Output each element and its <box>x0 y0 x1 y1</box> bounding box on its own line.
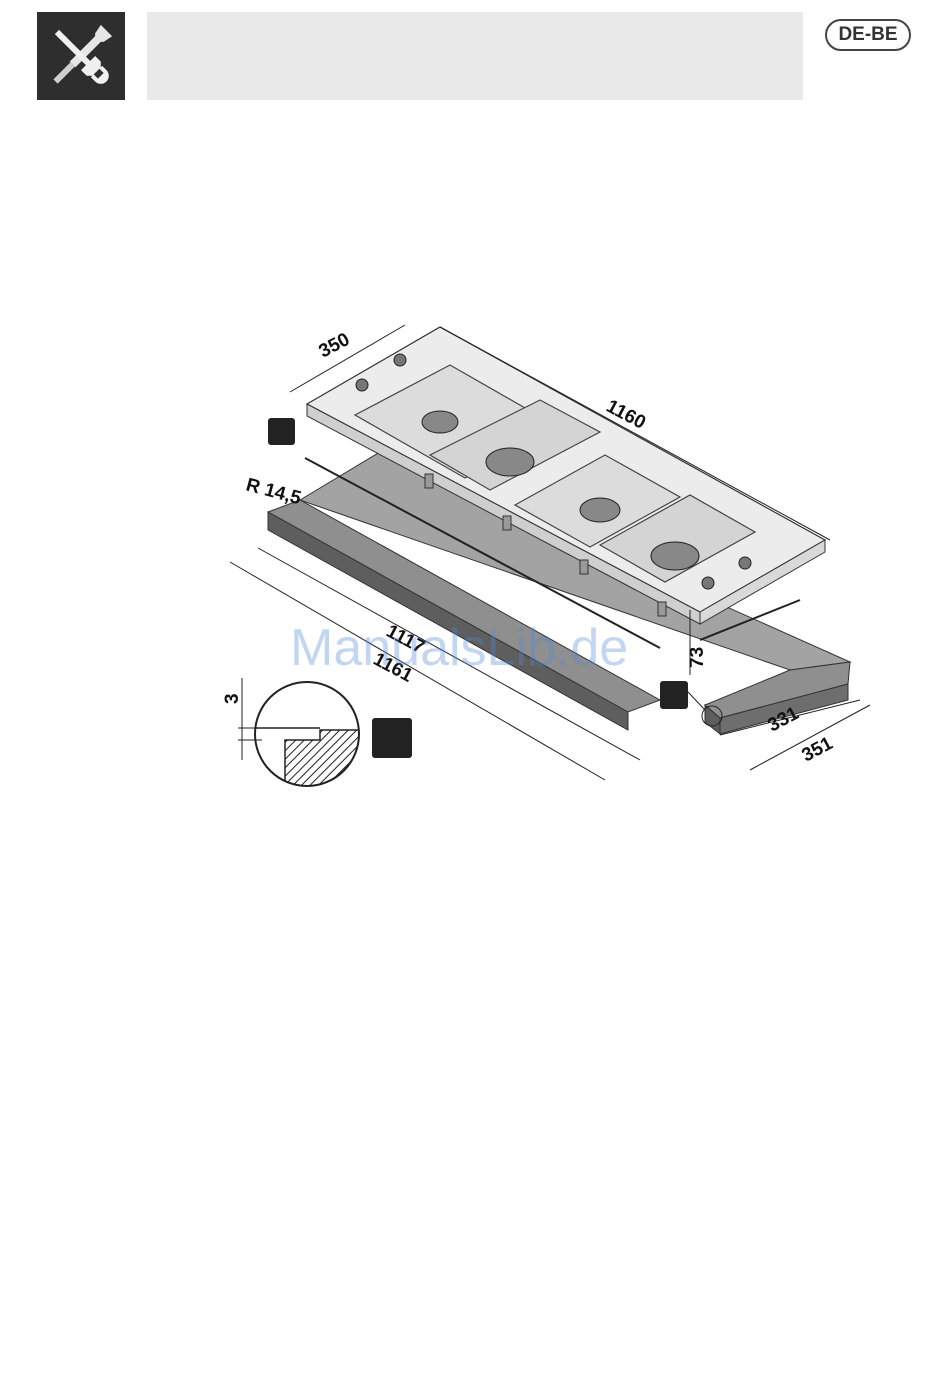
burner-3 <box>580 498 620 522</box>
marker-detail <box>372 718 412 758</box>
seal-detail: 3 <box>222 682 370 800</box>
burner-4 <box>651 542 699 570</box>
dim-depth-top: 350 <box>315 329 353 362</box>
dim-outer-depth: 351 <box>798 733 836 767</box>
knob-2 <box>394 354 406 366</box>
marker-frame <box>660 681 688 709</box>
dim-radius: R 14,5 <box>244 475 304 510</box>
knob-3 <box>702 577 714 589</box>
burner-2 <box>486 448 534 476</box>
marker-seal <box>268 418 295 445</box>
burner-1 <box>422 411 458 433</box>
knob-4 <box>739 557 751 569</box>
dim-seal-thickness: 3 <box>222 693 243 704</box>
knob-1 <box>356 379 368 391</box>
watermark: ManualsLib.de <box>290 619 628 677</box>
dim-height: 73 <box>687 647 708 668</box>
